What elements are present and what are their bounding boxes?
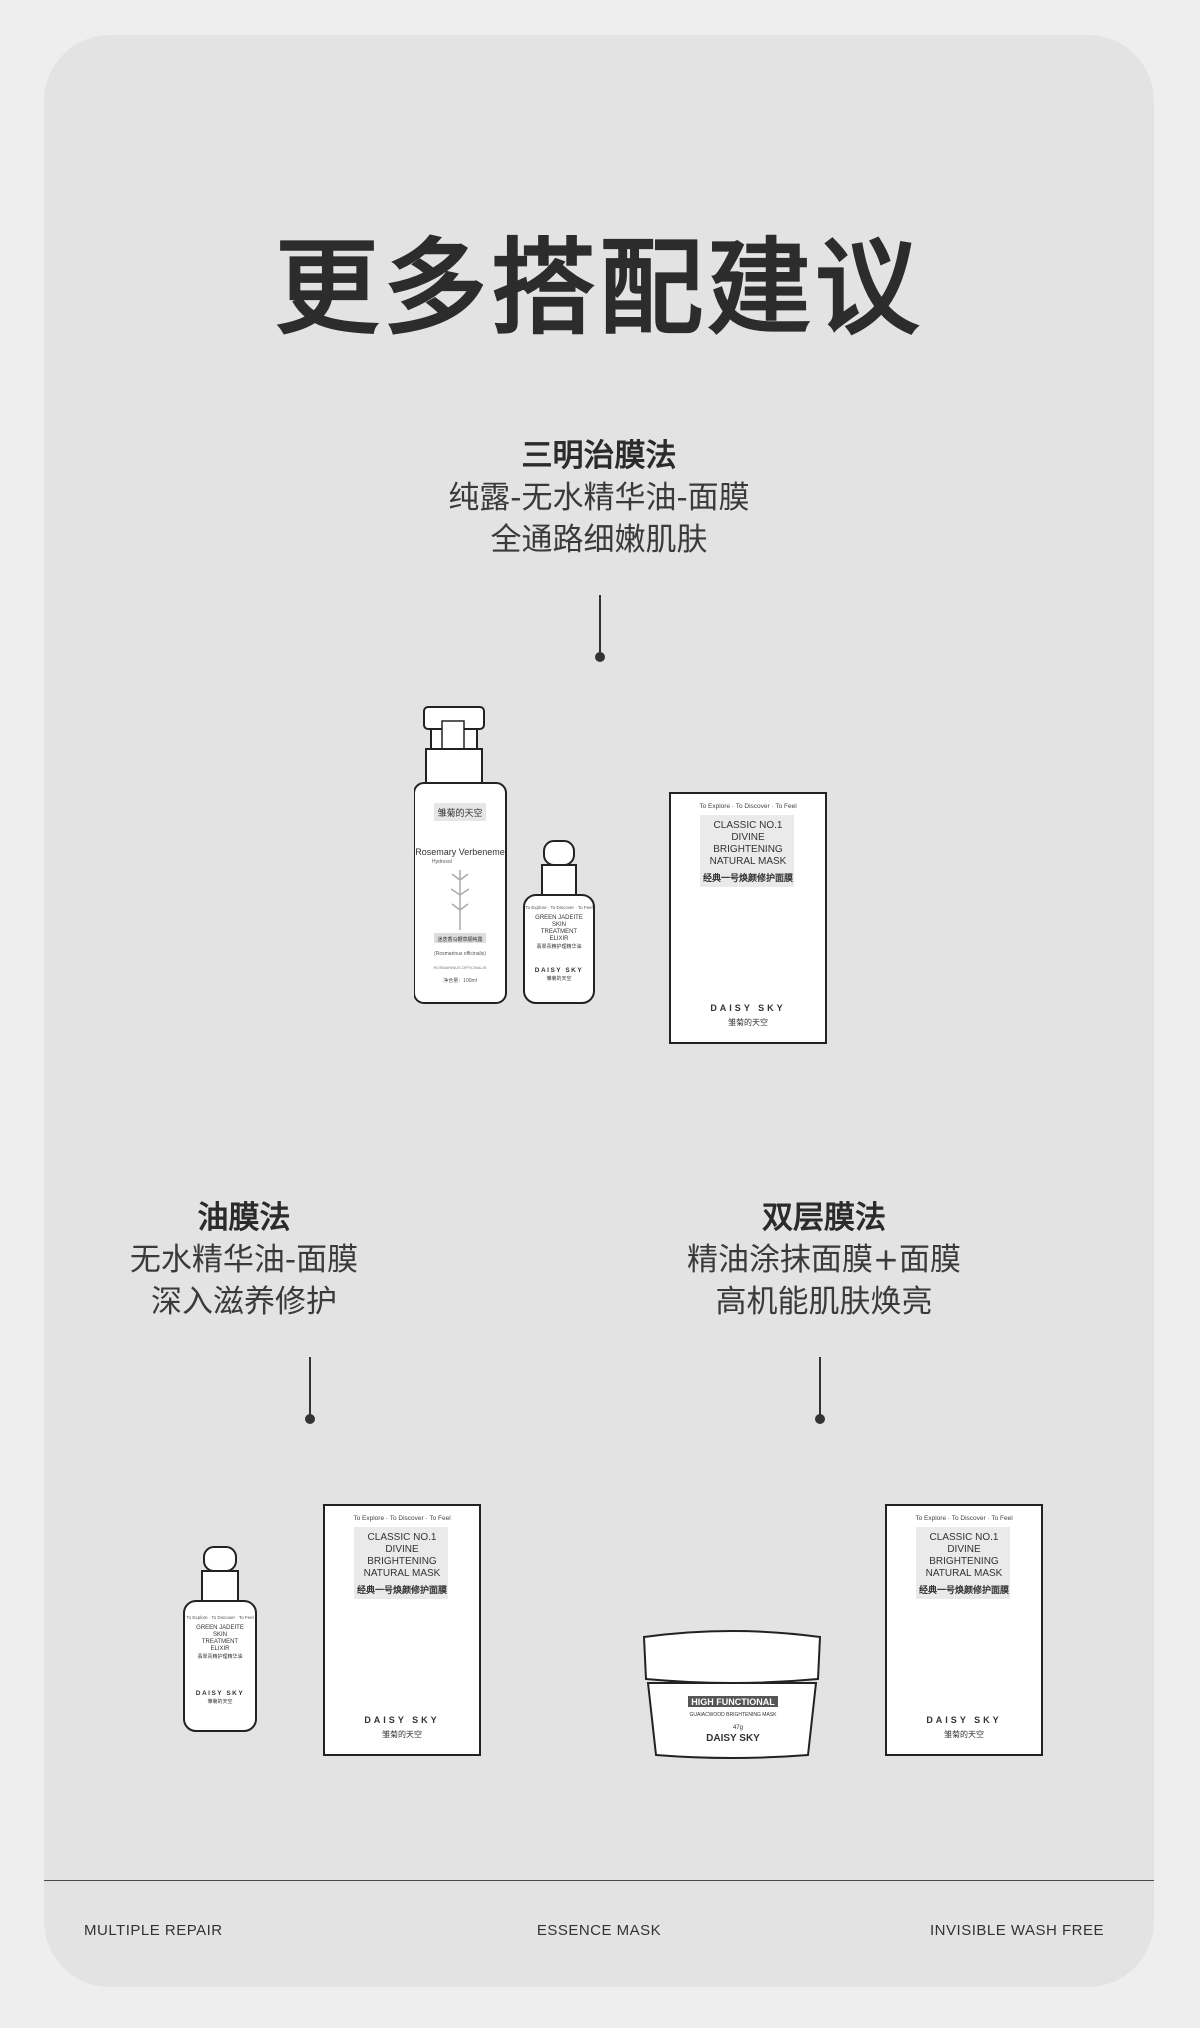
spray-brand-text: 雏菊的天空 [437,807,482,818]
double-layer-products: HIGH FUNCTIONAL GUAIACWOOD BRIGHTENING M… [642,1504,1043,1759]
dropper-cn-text: 翡翠青精护理精华油 [536,943,581,950]
connector-dot [595,652,605,662]
dropper-bottle-icon: To Explore · To Discover · To Feel GREEN… [523,840,595,1004]
connector-line [819,1357,821,1419]
mask-name-text: NATURAL MASK [926,1568,1003,1579]
mask-name-text: NATURAL MASK [710,856,787,867]
mask-tagline-text: To Explore · To Discover · To Feel [353,1515,451,1522]
jar-brand-text: DAISY SKY [706,1733,760,1744]
page-title: 更多搭配建议 [274,227,923,349]
dropper-name-text: SKIN [213,1632,227,1638]
mask-name-text: NATURAL MASK [364,1568,441,1579]
mask-name-text: CLASSIC NO.1 [714,820,783,831]
mask-brand-text: DAISY SKY [364,1715,439,1725]
connector-dot [815,1414,825,1424]
mask-brand-cn-text: 雏菊的天空 [728,1017,768,1027]
method-benefit: 高机能肌肤焕亮 [715,1284,933,1320]
jar-volume-text: 47g [733,1725,743,1731]
footer-label-right: INVISIBLE WASH FREE [930,1922,1104,1939]
mask-name-text: BRIGHTENING [929,1556,999,1567]
connector-line [599,595,601,657]
connector-dot [305,1414,315,1424]
spray-name-text: Rosemary Verbeneme [415,847,505,857]
mask-name-text: DIVINE [947,1544,981,1555]
connector-line [309,1357,311,1419]
footer-label-center: ESSENCE MASK [536,1922,662,1939]
dropper-brand-cn-text: 雏菊的天空 [546,975,571,982]
spray-note-text: ROSMARINUS OFFICINALIS [434,965,487,970]
footer-label-left: MULTIPLE REPAIR [84,1922,223,1939]
mask-brand-cn-text: 雏菊的天空 [382,1729,422,1739]
mask-cn-text: 经典一号焕颜修护面膜 [919,1584,1010,1595]
mask-tagline-text: To Explore · To Discover · To Feel [915,1515,1013,1522]
method-steps: 纯露-无水精华油-面膜 [448,480,750,516]
dropper-brand-cn-text: 雏菊的天空 [207,1698,232,1705]
dropper-name-text: GREEN JADEITE [535,915,583,921]
mask-box-icon: To Explore · To Discover · To Feel CLASS… [669,792,827,1044]
spray-cn-text: 迷迭香马鞭草酮纯露 [437,936,482,943]
dropper-bottle-icon: To Explore · To Discover · To Feel GREEN… [183,1546,257,1732]
dropper-brand-text: DAISY SKY [196,1690,244,1697]
mask-jar-icon: HIGH FUNCTIONAL GUAIACWOOD BRIGHTENING M… [642,1630,822,1759]
method-sandwich: 三明治膜法 纯露-无水精华油-面膜 全通路细嫩肌肤 [374,435,824,561]
mask-cn-text: 经典一号焕颜修护面膜 [357,1584,448,1595]
spray-latin-text: (Rosmarinus officinalis) [434,951,486,957]
spray-bottle-icon: 雏菊的天空 Rosemary Verbeneme Hydrosol 迷迭香马鞭草… [414,706,507,1004]
jar-name-text: GUAIACWOOD BRIGHTENING MASK [690,1712,778,1718]
oil-products: To Explore · To Discover · To Feel GREEN… [183,1504,481,1756]
dropper-cn-text: 翡翠青精护理精华油 [197,1653,242,1660]
method-benefit: 深入滋养修护 [151,1284,337,1320]
mask-tagline-text: To Explore · To Discover · To Feel [699,803,797,810]
dropper-name-text: GREEN JADEITE [196,1625,244,1631]
spray-sub-text: Hydrosol [432,859,452,865]
method-oil: 油膜法 无水精华油-面膜 深入滋养修护 [94,1197,394,1323]
mask-name-text: CLASSIC NO.1 [368,1532,437,1543]
method-benefit: 全通路细嫩肌肤 [490,522,708,558]
jar-badge-text: HIGH FUNCTIONAL [691,1697,775,1707]
mask-brand-cn-text: 雏菊的天空 [944,1729,984,1739]
mask-brand-text: DAISY SKY [710,1003,785,1013]
mask-name-text: CLASSIC NO.1 [930,1532,999,1543]
dropper-name-text: SKIN [552,922,566,928]
method-steps: 无水精华油-面膜 [129,1242,359,1278]
mask-name-text: BRIGHTENING [713,844,783,855]
mask-name-text: DIVINE [385,1544,419,1555]
mask-box-icon: To Explore · To Discover · To Feel CLASS… [323,1504,481,1756]
content-card: 更多搭配建议 三明治膜法 纯露-无水精华油-面膜 全通路细嫩肌肤 油膜法 无水精… [44,35,1154,1987]
dropper-tagline-text: To Explore · To Discover · To Feel [525,905,592,910]
method-steps: 精油涂抹面膜+面膜 [687,1242,961,1278]
mask-name-text: DIVINE [731,832,765,843]
mask-cn-text: 经典一号焕颜修护面膜 [703,872,794,883]
dropper-name-text: TREATMENT [541,929,578,935]
method-title: 三明治膜法 [521,438,677,474]
mask-box-icon: To Explore · To Discover · To Feel CLASS… [885,1504,1043,1756]
mask-brand-text: DAISY SKY [926,1715,1001,1725]
dropper-tagline-text: To Explore · To Discover · To Feel [186,1615,253,1620]
footer-divider [44,1880,1154,1881]
mask-name-text: BRIGHTENING [367,1556,437,1567]
method-title: 双层膜法 [762,1200,886,1236]
dropper-name-text: ELIXIR [210,1646,230,1652]
dropper-brand-text: DAISY SKY [535,967,583,974]
method-double: 双层膜法 精油涂抹面膜+面膜 高机能肌肤焕亮 [644,1197,1004,1323]
sandwich-products: 雏菊的天空 Rosemary Verbeneme Hydrosol 迷迭香马鞭草… [414,706,827,1044]
method-title: 油膜法 [197,1200,291,1236]
dropper-name-text: ELIXIR [549,936,569,942]
spray-volume-text: 净含量：100ml [443,977,477,984]
dropper-name-text: TREATMENT [202,1639,239,1645]
